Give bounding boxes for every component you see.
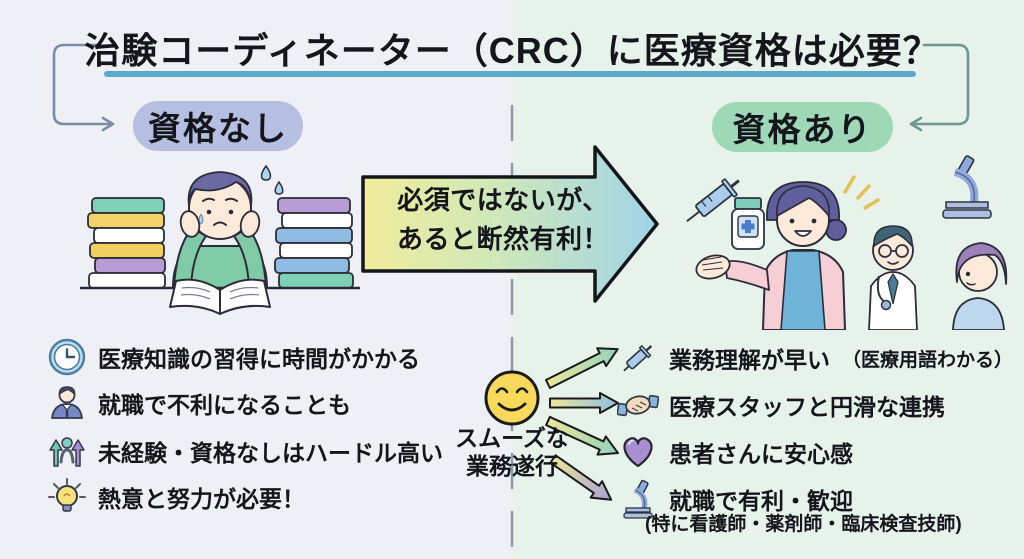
smiley-arrow-1 xyxy=(544,347,619,390)
smiley-arrow-4 xyxy=(549,454,613,501)
left-book-stack xyxy=(87,197,166,289)
left-bracket-arrow xyxy=(52,43,115,132)
jobseeker-icon xyxy=(51,386,83,419)
medical-team-illustration xyxy=(686,155,1008,330)
big-arrow xyxy=(361,145,659,303)
list-item-label: 熱意と努力が必要！ xyxy=(98,486,305,512)
clock-icon xyxy=(48,338,86,376)
list-item: 就職で不利になることも xyxy=(46,381,351,425)
badge-no-qualification: 資格なし xyxy=(133,101,303,151)
big-arrow-caption-line2: あると断然有利！ xyxy=(396,224,609,254)
smiley-caption: スムーズな 業務遂行 xyxy=(432,424,592,480)
smiley-arrow-3 xyxy=(545,415,620,456)
list-item: 就職で有利・歓迎 xyxy=(617,477,853,521)
smiley-face-icon xyxy=(484,370,540,426)
sweat-drops xyxy=(260,164,284,195)
list-item-label: 業務理解が早い xyxy=(669,347,830,373)
worried-person xyxy=(171,164,284,289)
list-item: 医療知識の習得に時間がかかる xyxy=(46,335,420,379)
list-item-label: 患者さんに安心感 xyxy=(669,441,853,467)
list-item: 業務理解が早い （医療用語わかる） xyxy=(617,336,1013,380)
right-book-stack xyxy=(274,197,354,289)
list-item-label: 就職で不利になることも xyxy=(98,392,351,418)
list-item-subnote: (特に看護師・薬剤師・臨床検査技師) xyxy=(645,514,962,535)
big-arrow-caption-line1: 必須ではないが、 xyxy=(397,185,609,215)
list-item-label: 未経験・資格なしはハードル高い xyxy=(98,440,443,466)
microscope-illustration xyxy=(942,155,992,219)
patient-woman xyxy=(952,242,1008,330)
syringe-icon xyxy=(623,344,653,372)
list-item: 患者さんに安心感 xyxy=(617,430,853,474)
syringe-illustration xyxy=(686,178,740,223)
list-item-label: 医療スタッフと円滑な連携 xyxy=(669,394,945,420)
open-book xyxy=(169,278,271,315)
page-title: 治験コーディネーター（CRC）に医療資格は必要？ xyxy=(84,30,940,71)
list-item-label: 医療知識の習得に時間がかかる xyxy=(98,346,420,372)
smiley-arrow-2 xyxy=(549,392,619,414)
list-item-note: （医療用語わかる） xyxy=(842,349,1014,371)
doctor xyxy=(868,225,918,330)
handshake-icon xyxy=(617,394,659,417)
right-bracket-arrow xyxy=(909,43,970,132)
list-item: 未経験・資格なしはハードル高い xyxy=(46,429,443,473)
studying-person-illustration xyxy=(80,164,360,315)
title-underline xyxy=(104,71,916,77)
badge-has-qualification: 資格あり xyxy=(712,102,893,152)
list-item-label: 就職で有利・歓迎 xyxy=(669,488,853,514)
sparkle-marks xyxy=(843,175,880,210)
medicine-bottle-illustration xyxy=(731,197,765,250)
big-arrow-caption: 必須ではないが、 あると断然有利！ xyxy=(378,181,628,259)
list-item: 医療スタッフと円滑な連携 xyxy=(617,383,945,427)
smiley-caption-line2: 業務遂行 xyxy=(466,453,558,480)
heart-icon xyxy=(623,437,653,468)
list-item: 熱意と努力が必要！ xyxy=(46,475,305,519)
microscope-icon xyxy=(623,479,653,519)
lightbulb-icon xyxy=(48,478,86,512)
smiley-caption-line1: スムーズな xyxy=(455,425,569,451)
crc-woman xyxy=(695,181,847,330)
hurdle-icon xyxy=(49,437,85,467)
